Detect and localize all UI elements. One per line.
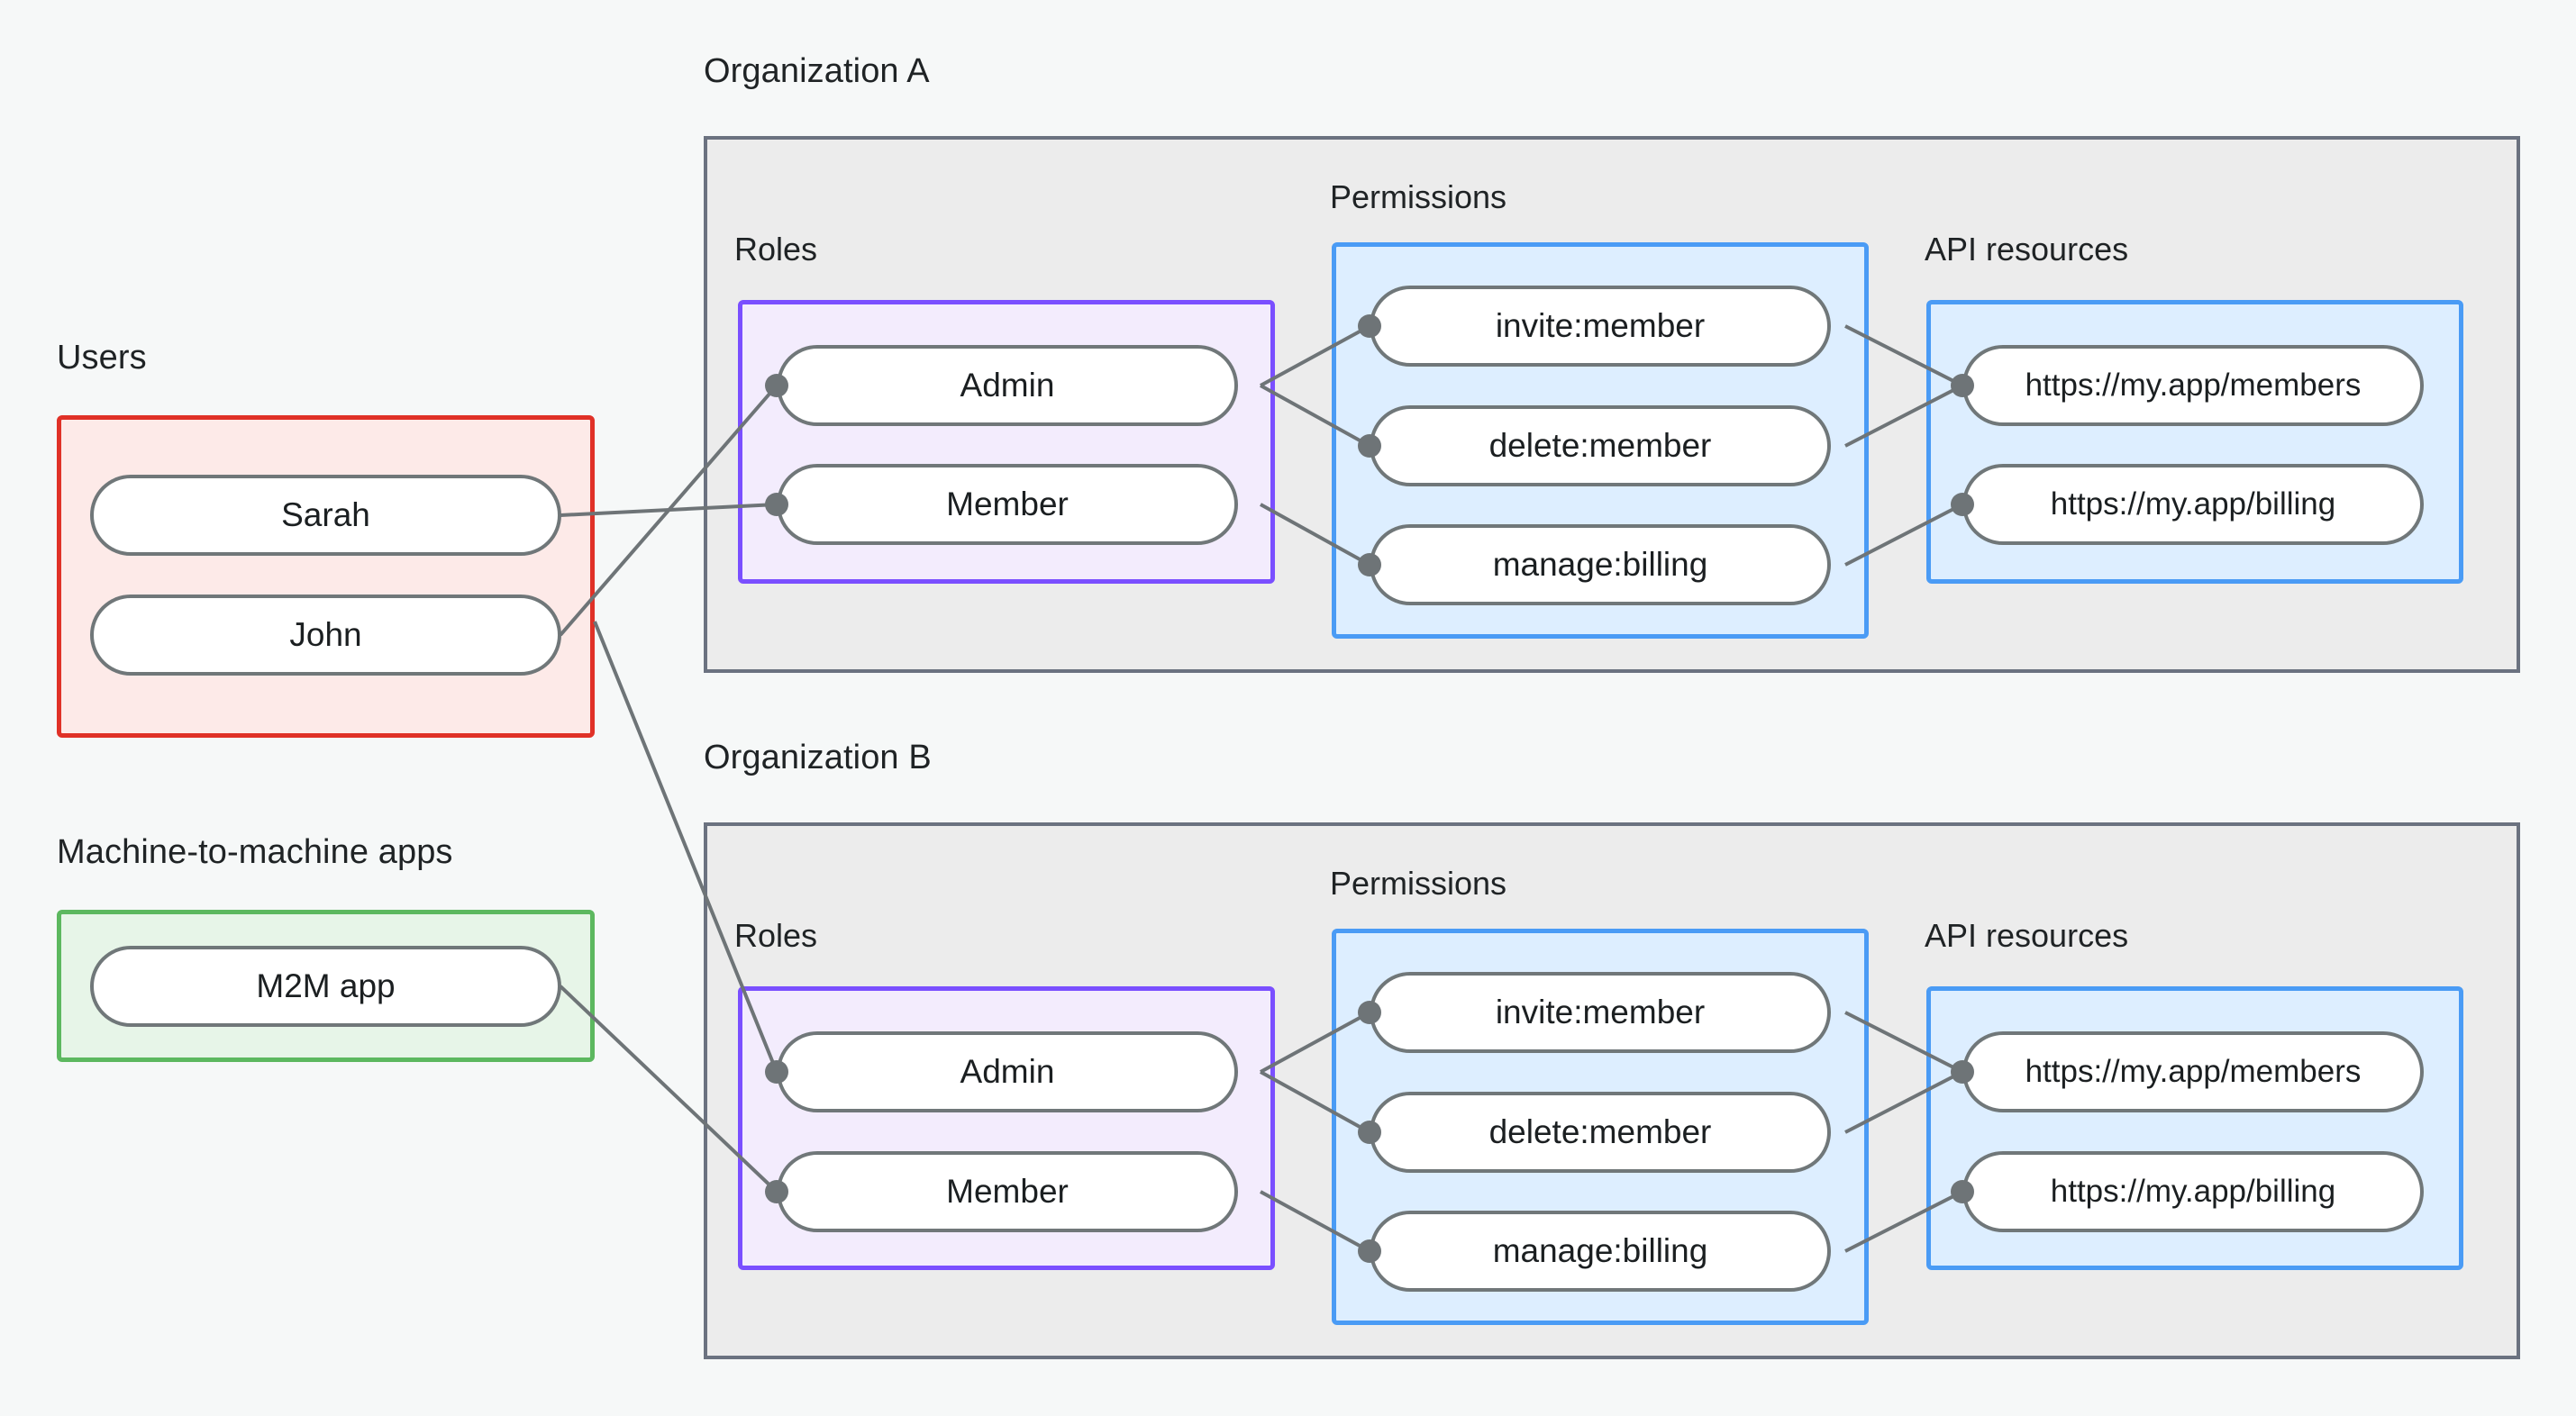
role-pill-admin-org-b[interactable]: Admin xyxy=(777,1031,1238,1112)
permission-pill-delete-member-org-a[interactable]: delete:member xyxy=(1370,405,1831,486)
permission-label: invite:member xyxy=(1495,994,1706,1030)
api-resource-label: https://my.app/billing xyxy=(2050,1174,2336,1209)
m2m-pill-app[interactable]: M2M app xyxy=(90,946,561,1027)
permission-pill-manage-billing-org-a[interactable]: manage:billing xyxy=(1370,524,1831,605)
role-label: Admin xyxy=(960,1053,1055,1090)
org-b-roles-label: Roles xyxy=(734,917,818,954)
permission-label: delete:member xyxy=(1488,1113,1712,1150)
role-pill-member-org-a[interactable]: Member xyxy=(777,464,1238,545)
users-title: Users xyxy=(57,339,147,377)
role-label: Member xyxy=(946,1173,1069,1210)
api-resource-label: https://my.app/billing xyxy=(2050,486,2336,522)
org-b-api-resources-label: API resources xyxy=(1925,917,2129,954)
users-cluster xyxy=(57,415,595,738)
api-resource-pill-members-org-b[interactable]: https://my.app/members xyxy=(1962,1031,2424,1112)
org-b-title: Organization B xyxy=(704,739,932,776)
org-a-permissions-label: Permissions xyxy=(1330,178,1507,215)
org-b-permissions-label: Permissions xyxy=(1330,865,1507,902)
permission-pill-manage-billing-org-b[interactable]: manage:billing xyxy=(1370,1211,1831,1292)
api-resource-label: https://my.app/members xyxy=(2025,368,2362,403)
role-pill-member-org-b[interactable]: Member xyxy=(777,1151,1238,1232)
permission-label: delete:member xyxy=(1488,427,1712,464)
permission-pill-invite-member-org-a[interactable]: invite:member xyxy=(1370,286,1831,367)
user-pill-john[interactable]: John xyxy=(90,595,561,676)
role-pill-admin-org-a[interactable]: Admin xyxy=(777,345,1238,426)
role-label: Admin xyxy=(960,367,1055,404)
permission-label: invite:member xyxy=(1495,307,1706,344)
org-a-api-resources-label: API resources xyxy=(1925,231,2129,268)
permission-pill-invite-member-org-b[interactable]: invite:member xyxy=(1370,972,1831,1053)
api-resource-pill-members-org-a[interactable]: https://my.app/members xyxy=(1962,345,2424,426)
api-resource-pill-billing-org-b[interactable]: https://my.app/billing xyxy=(1962,1151,2424,1232)
org-a-roles-label: Roles xyxy=(734,231,818,268)
permission-label: manage:billing xyxy=(1492,1232,1708,1269)
api-resource-label: https://my.app/members xyxy=(2025,1054,2362,1089)
m2m-title: Machine-to-machine apps xyxy=(57,833,453,871)
user-label: Sarah xyxy=(281,496,370,533)
org-a-title: Organization A xyxy=(704,52,930,90)
role-label: Member xyxy=(946,486,1069,522)
permission-pill-delete-member-org-b[interactable]: delete:member xyxy=(1370,1092,1831,1173)
user-pill-sarah[interactable]: Sarah xyxy=(90,475,561,556)
user-label: John xyxy=(289,616,362,653)
permission-label: manage:billing xyxy=(1492,546,1708,583)
m2m-label: M2M app xyxy=(256,967,396,1004)
api-resource-pill-billing-org-a[interactable]: https://my.app/billing xyxy=(1962,464,2424,545)
